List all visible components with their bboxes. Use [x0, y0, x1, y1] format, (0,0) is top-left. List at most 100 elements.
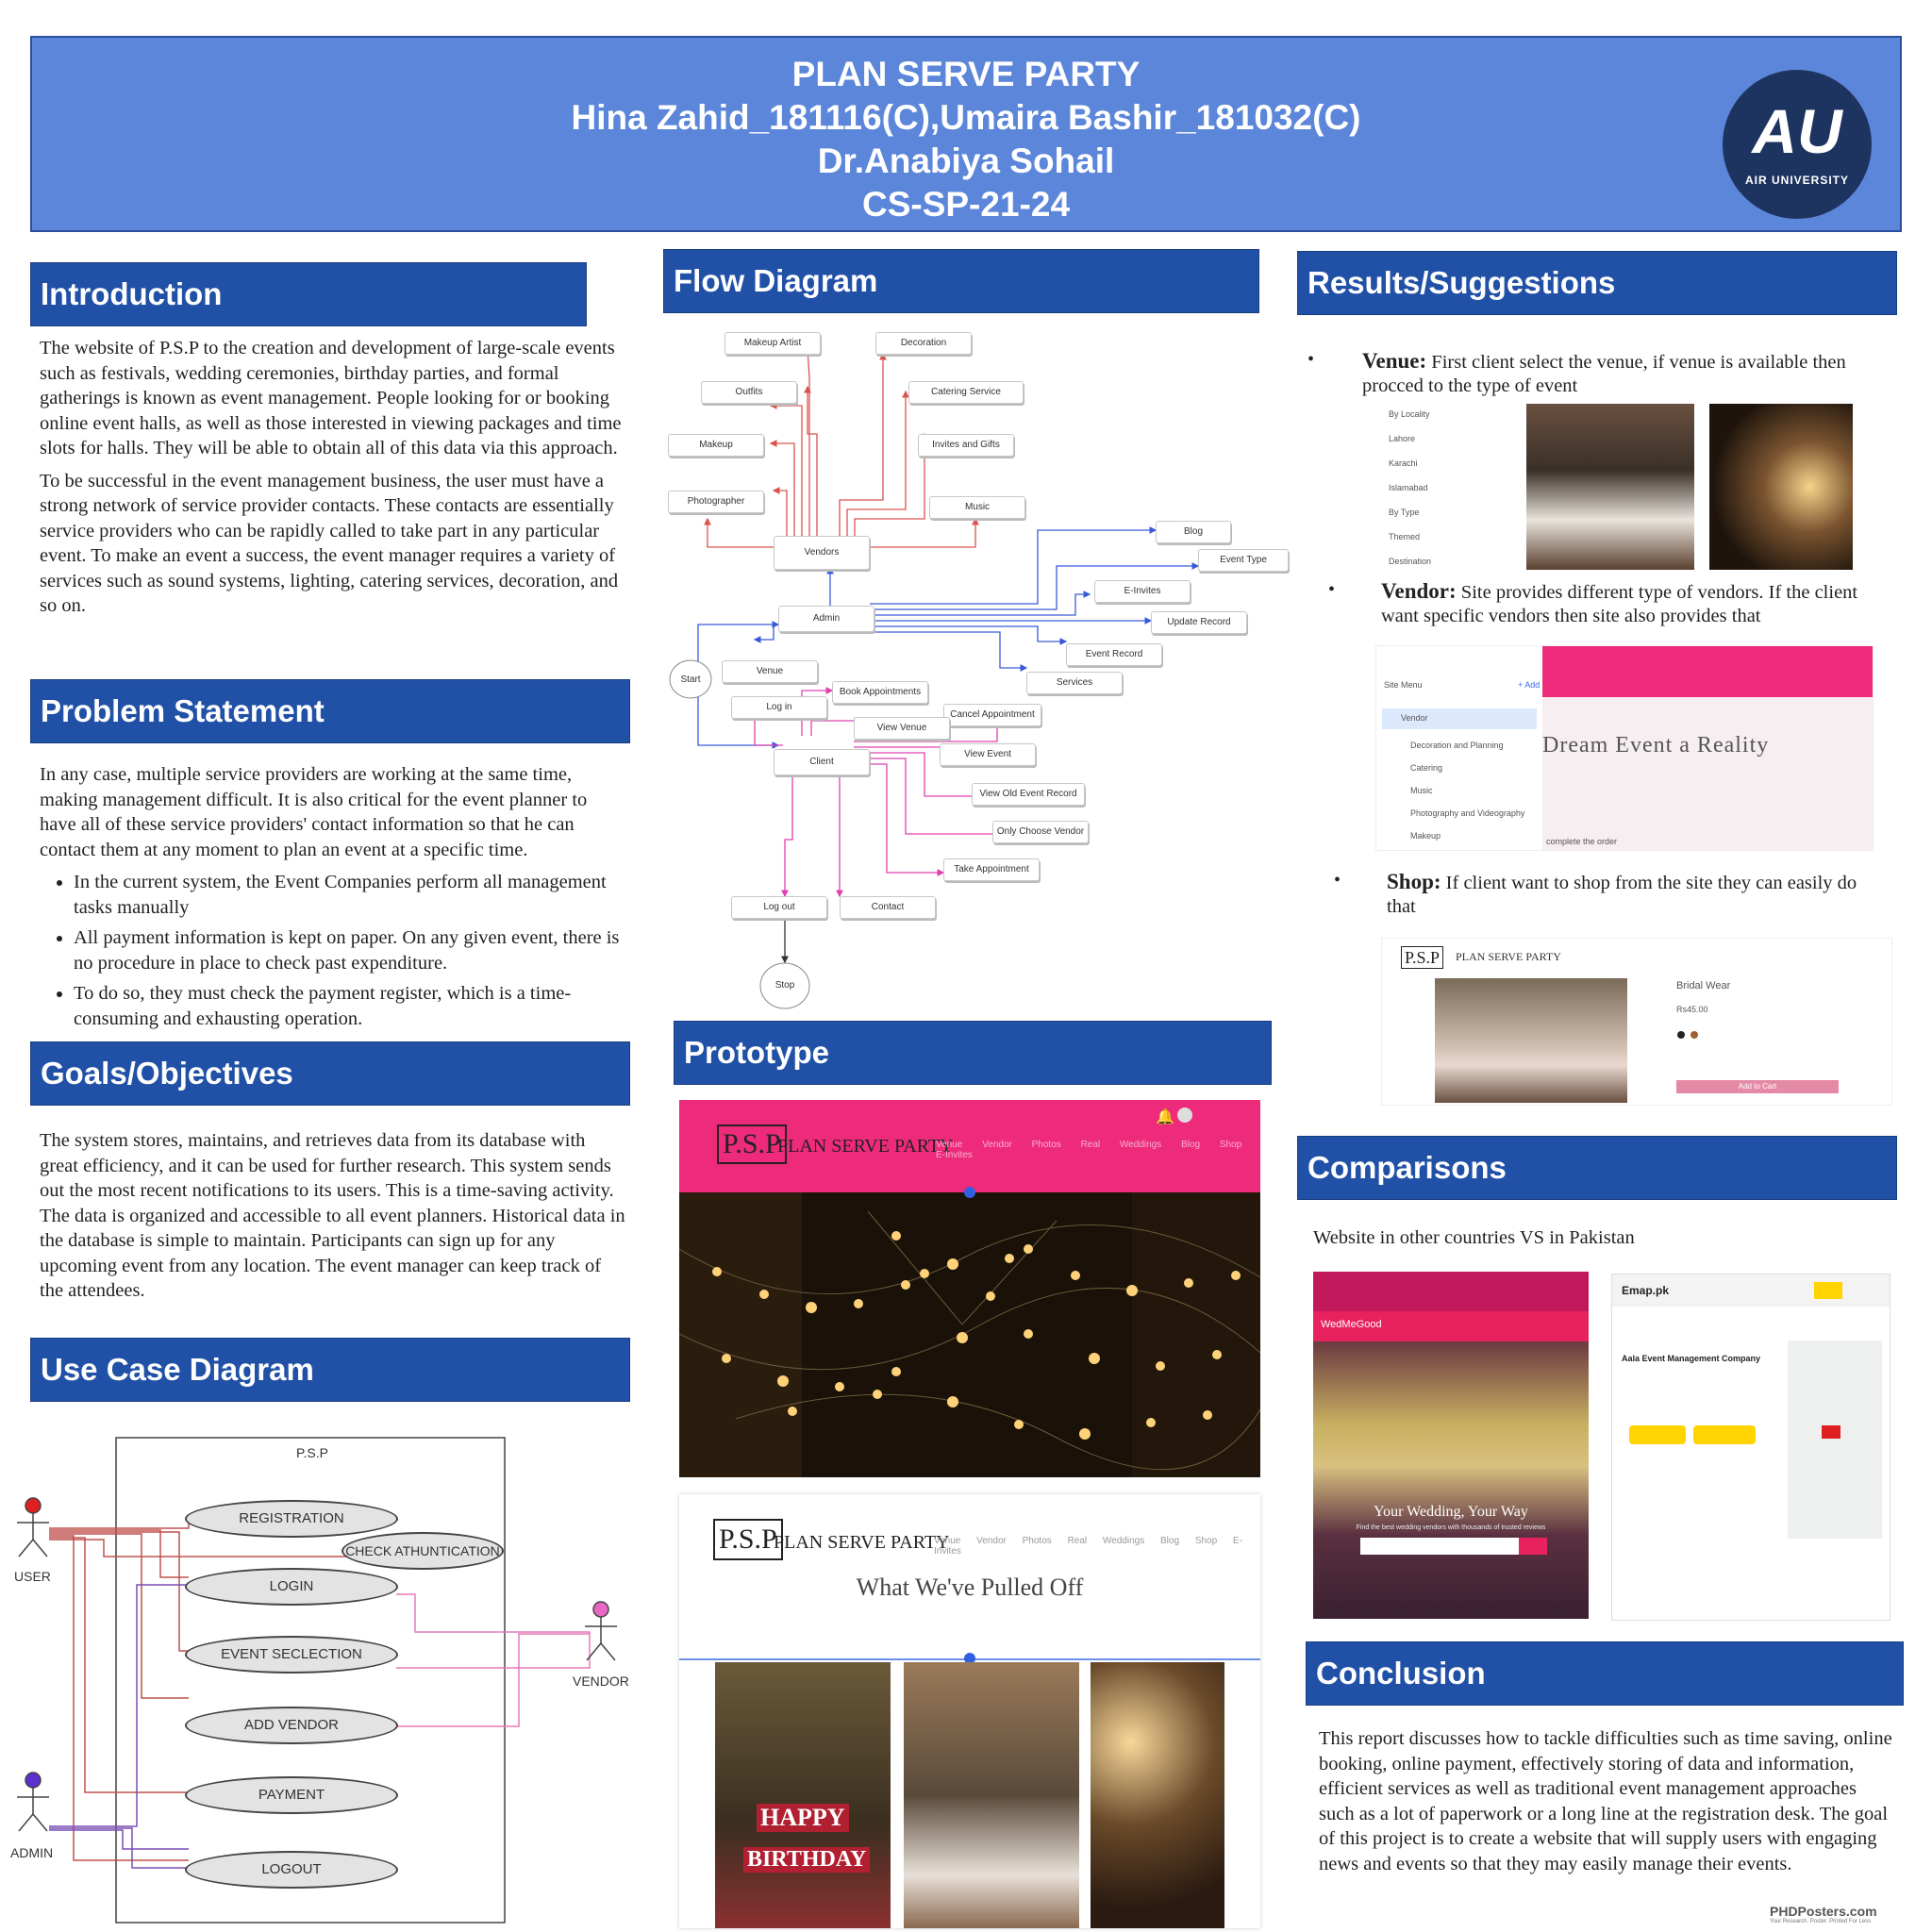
flow-node-only-choose-vendor: Only Choose Vendor: [992, 821, 1089, 843]
flow-diagram: Makeup Artist Decoration Outfits Caterin…: [660, 321, 1289, 1019]
site-menu-item[interactable]: Photography and Videography: [1410, 808, 1525, 818]
scroll-handle-2[interactable]: [964, 1653, 975, 1664]
site-menu-title: Site Menu: [1384, 680, 1423, 690]
site-menu-active-row[interactable]: Vendor: [1382, 708, 1537, 729]
user-label: USER: [14, 1569, 51, 1584]
introduction-p2: To be successful in the event management…: [40, 470, 619, 617]
nav2-blog[interactable]: Blog: [1159, 1536, 1179, 1546]
bullet-icon: •: [1334, 870, 1341, 891]
problem-body: In any case, multiple service providers …: [40, 762, 626, 1037]
results-item-shop: Shop: If client want to shop from the si…: [1387, 870, 1877, 919]
site-menu-add[interactable]: + Add: [1518, 680, 1541, 690]
nav-venue[interactable]: Venue: [936, 1140, 963, 1150]
phone-button[interactable]: [1693, 1425, 1756, 1444]
logo-au-icon: AU: [1752, 96, 1842, 166]
filter-item[interactable]: Themed: [1389, 532, 1421, 541]
filter-item[interactable]: Destination: [1389, 557, 1432, 566]
nav-einvites[interactable]: E-Invites: [936, 1150, 973, 1160]
prototype-logo: P.S.P: [717, 1124, 787, 1164]
vendor-preview-hero: Dream Event a Reality complete the order: [1542, 697, 1873, 850]
conclusion-p1: This report discusses how to tackle diff…: [1319, 1728, 1892, 1874]
pakistan-site-logo: Emap.pk: [1622, 1284, 1670, 1297]
footer-tagline: Your Research. Poster. Printed For Less: [1770, 1919, 1872, 1924]
flow-node-client: Client: [774, 749, 870, 775]
nav-vendor[interactable]: Vendor: [982, 1140, 1012, 1150]
filter-item[interactable]: Karachi: [1389, 458, 1418, 468]
bell-icon[interactable]: 🔔: [1156, 1109, 1174, 1125]
problem-p1: In any case, multiple service providers …: [40, 764, 588, 860]
flow-node-view-old-record: View Old Event Record: [972, 783, 1085, 806]
results-shop-label: Shop:: [1387, 870, 1441, 893]
admin-label: ADMIN: [10, 1845, 54, 1860]
wedmegood-search-button[interactable]: [1519, 1538, 1547, 1555]
flow-node-take-appointment: Take Appointment: [943, 858, 1040, 881]
usecase-event-selection: EVENT SECLECTION: [185, 1636, 398, 1674]
map-panel[interactable]: [1788, 1341, 1882, 1539]
poster-code: CS-SP-21-24: [861, 185, 1071, 224]
filter-item[interactable]: By Locality: [1389, 409, 1430, 419]
nav2-shop[interactable]: Shop: [1194, 1536, 1218, 1546]
comparisons-subtitle: Website in other countries VS in Pakista…: [1313, 1227, 1635, 1248]
usecase-logout: LOGOUT: [185, 1851, 398, 1889]
flow-node-admin: Admin: [778, 606, 874, 632]
bullet-icon: •: [1307, 349, 1315, 370]
usecase-login: LOGIN: [185, 1568, 398, 1606]
venue-lights-photo: [1709, 404, 1853, 570]
birthday-photo: HAPPY BIRTHDAY: [715, 1662, 891, 1928]
flow-node-photographer: Photographer: [668, 491, 764, 513]
pakistan-site-screenshot: Emap.pk Aala Event Management Company: [1611, 1274, 1890, 1621]
poster-supervisor: Dr.Anabiya Sohail: [817, 142, 1115, 180]
site-menu-item[interactable]: Music: [1410, 786, 1433, 795]
wedmegood-hero-sub: Find the best wedding vendors with thous…: [1356, 1524, 1546, 1531]
wedding-stage-photo: [1313, 1341, 1589, 1619]
wedding-couple-photo: [904, 1662, 1079, 1928]
add-to-cart-button[interactable]: Add to Cart: [1676, 1080, 1839, 1093]
shop-logo: P.S.P: [1401, 946, 1444, 969]
wedmegood-screenshot: WedMeGood Your Wedding, Your Way Find th…: [1313, 1272, 1589, 1619]
call-button[interactable]: [1629, 1425, 1686, 1444]
vendor-label: VENDOR: [573, 1674, 629, 1689]
bullet-icon: •: [1328, 579, 1336, 600]
nav-shop[interactable]: Shop: [1219, 1140, 1242, 1150]
prototype-brand: PLAN SERVE PARTY: [777, 1136, 954, 1157]
footer-brand: PHDPosters.com: [1770, 1904, 1877, 1919]
nav-photos[interactable]: Photos: [1031, 1140, 1061, 1150]
pakistan-site-company: Aala Event Management Company: [1622, 1354, 1761, 1363]
usecase-system-label: P.S.P: [296, 1445, 328, 1460]
site-menu-item[interactable]: Makeup: [1410, 831, 1441, 841]
site-menu-item[interactable]: Catering: [1410, 763, 1443, 773]
shop-brand: PLAN SERVE PARTY: [1456, 950, 1561, 963]
usecase-check-authentication: CHECK ATHUNTICATION: [341, 1532, 504, 1570]
prototype2-brand: PLAN SERVE PARTY: [774, 1532, 950, 1553]
flow-node-blog: Blog: [1156, 521, 1231, 543]
prototype-heading: Prototype: [674, 1021, 1272, 1085]
admin-actor: [17, 1772, 49, 1832]
wedmegood-search-bar[interactable]: [1360, 1538, 1545, 1555]
filter-item[interactable]: Lahore: [1389, 434, 1416, 443]
color-swatch-black[interactable]: [1677, 1031, 1685, 1039]
nav2-real-weddings[interactable]: Real Weddings: [1067, 1536, 1145, 1546]
results-venue-text: First client select the venue, if venue …: [1362, 352, 1846, 396]
nav-real-weddings[interactable]: Real Weddings: [1080, 1140, 1162, 1150]
scroll-handle[interactable]: [964, 1187, 975, 1198]
vendor-preview-footer: complete the order: [1546, 837, 1618, 846]
nav2-einvites[interactable]: E-Invites: [934, 1536, 1242, 1557]
nav2-vendor[interactable]: Vendor: [976, 1536, 1007, 1546]
conclusion-body: This report discusses how to tackle diff…: [1319, 1726, 1892, 1884]
color-swatch-brown[interactable]: [1690, 1031, 1698, 1039]
flow-node-contact: Contact: [840, 896, 936, 919]
flow-node-vendors: Vendors: [774, 536, 870, 570]
filter-item[interactable]: By Type: [1389, 508, 1420, 517]
nav-blog[interactable]: Blog: [1180, 1140, 1200, 1150]
comparisons-heading: Comparisons: [1297, 1136, 1897, 1200]
avatar[interactable]: [1177, 1108, 1192, 1123]
nav2-photos[interactable]: Photos: [1022, 1536, 1052, 1546]
filter-item[interactable]: Islamabad: [1389, 483, 1428, 492]
site-menu-item[interactable]: Decoration and Planning: [1410, 741, 1504, 750]
shop-screenshot: P.S.P PLAN SERVE PARTY Bridal Wear Rs45.…: [1381, 938, 1892, 1106]
pakistan-site-button[interactable]: [1814, 1282, 1842, 1299]
nav2-venue[interactable]: Venue: [934, 1536, 961, 1546]
birthday-text-2: BIRTHDAY: [743, 1847, 871, 1873]
map-pin-icon[interactable]: [1822, 1425, 1840, 1439]
flow-node-catering: Catering Service: [908, 381, 1024, 404]
